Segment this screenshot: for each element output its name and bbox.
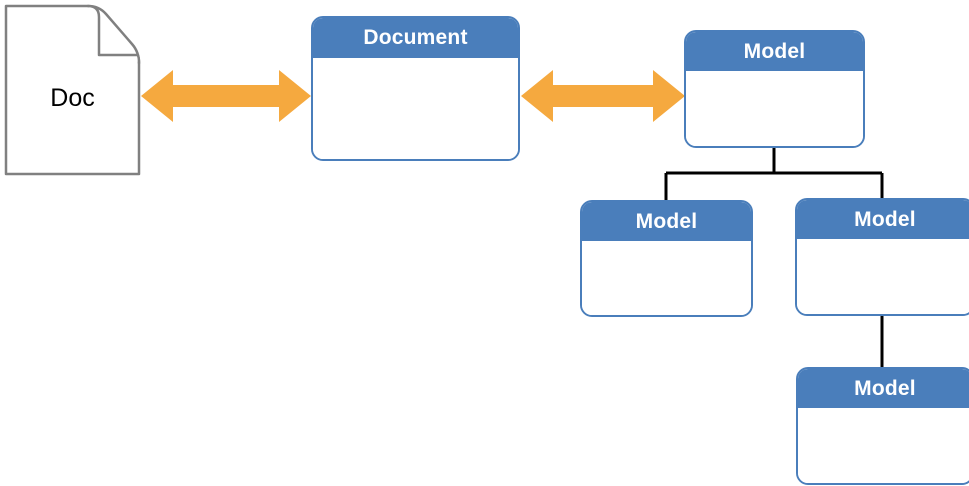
model-child-left-body <box>582 241 751 315</box>
model-root-body <box>686 71 863 146</box>
model-child-right-title: Model <box>797 200 969 239</box>
arrow-document-to-model <box>521 70 685 122</box>
model-root-box[interactable]: Model <box>684 30 865 148</box>
model-grandchild-box[interactable]: Model <box>796 367 969 485</box>
model-child-left-title: Model <box>582 202 751 241</box>
document-box-title: Document <box>313 18 518 58</box>
doc-page-shape <box>4 4 141 176</box>
model-grandchild-title: Model <box>798 369 969 408</box>
model-child-left-box[interactable]: Model <box>580 200 753 317</box>
doc-label: Doc <box>50 84 95 112</box>
model-grandchild-body <box>798 408 969 483</box>
model-root-title: Model <box>686 32 863 71</box>
model-child-right-box[interactable]: Model <box>795 198 969 316</box>
document-box[interactable]: Document <box>311 16 520 161</box>
document-box-body <box>313 58 518 159</box>
model-child-right-body <box>797 239 969 314</box>
arrow-doc-to-document <box>141 70 311 122</box>
